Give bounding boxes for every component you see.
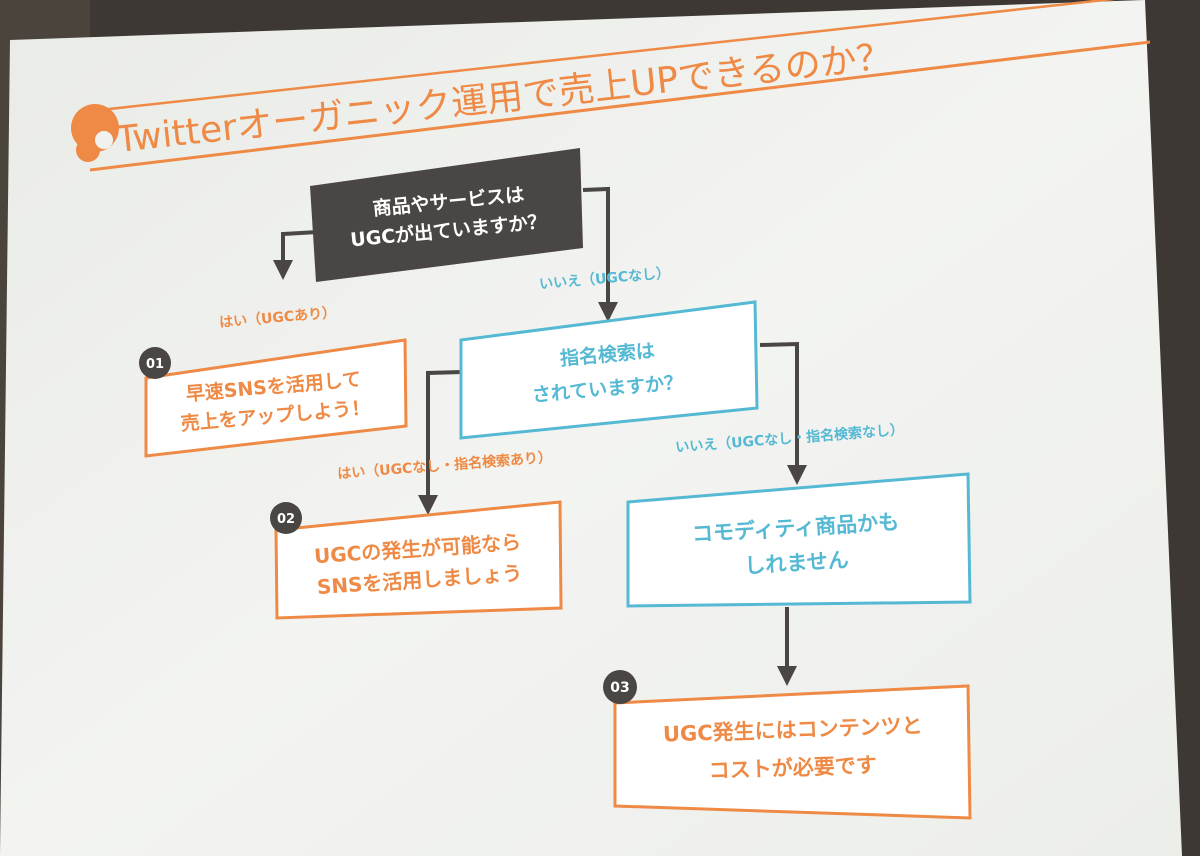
- connector-q2-yes: [418, 370, 463, 515]
- connectors: [273, 186, 807, 686]
- title-rule-upper: [99, 0, 1116, 112]
- question-search-box: [459, 300, 759, 440]
- result-02-badge: [270, 502, 302, 534]
- result-02-box: [274, 500, 563, 620]
- connector-q2-no: [759, 341, 807, 485]
- result-03-badge: [603, 670, 637, 704]
- result-01-box: [144, 338, 408, 458]
- title-rule-lower: [89, 40, 1151, 172]
- result-01-badge: [139, 347, 171, 379]
- question-ugc: 商品やサービスは UGCが出ていますか？: [310, 148, 583, 282]
- result-01: 01 早速SNSを活用して 売上をアップしよう！: [139, 338, 408, 458]
- result-03: 03 UGC発生にはコンテンツと コストが必要です: [603, 670, 972, 820]
- result-03-box: [613, 684, 972, 820]
- result-01-number: 01: [146, 357, 164, 372]
- connector-q1-no: [582, 186, 618, 322]
- question-ugc-box: [310, 148, 583, 282]
- result-02: 02 UGCの発生が可能なら SNSを活用しましょう: [270, 500, 563, 620]
- question-search: 指名検索は されていますか？: [459, 300, 759, 440]
- result-03-line2: コストが必要です: [708, 753, 877, 783]
- commodity-result: コモディティ商品かも しれません: [626, 472, 972, 608]
- result-03-number: 03: [610, 680, 629, 696]
- commodity-box: [626, 472, 972, 608]
- connector-q1-yes: [273, 230, 319, 280]
- result-02-number: 02: [277, 512, 295, 527]
- logo-icon: [71, 104, 119, 162]
